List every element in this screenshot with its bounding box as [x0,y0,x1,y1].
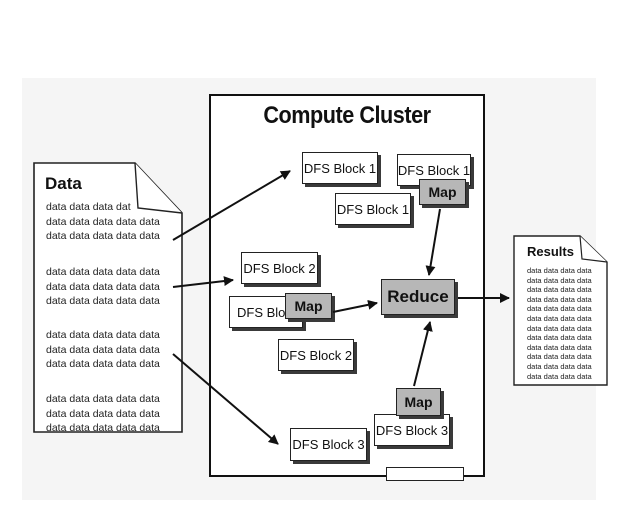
arrow-data-to-block1 [172,170,291,241]
data-document-line: data data data data data [46,407,160,420]
results-document-line: data data data data [527,314,592,323]
cluster-title: Compute Cluster [263,102,431,129]
map-box-3: Map [396,388,441,416]
arrow-data-to-block2 [172,276,234,288]
dfs-block-3-lower: DFS Block 3 [290,428,367,461]
arrow-map1-to-reduce [425,208,441,276]
data-document-line: data data data data data [46,280,160,293]
partial-block-bottom [386,467,464,481]
data-document-line: data data data data data [46,393,160,405]
arrow-map2-to-reduce [332,299,378,313]
dfs-block-1-lower: DFS Block 1 [335,193,411,225]
results-document-line: data data data data [527,285,592,295]
dfs-block-2-top: DFS Block 2 [241,252,318,284]
results-document-title: Results [527,244,574,259]
map-box-1: Map [419,179,466,205]
dfs-block-1-top: DFS Block 1 [302,152,378,184]
results-document-line: data data data data [527,294,592,304]
data-document-line: data data data data data [46,329,160,341]
results-document-line: data data data data [527,362,592,371]
results-document-line: data data data data [527,275,592,285]
data-document-line: data data data data data [46,230,160,242]
results-document-line: data data data data [527,333,592,343]
dfs-block-2-lower: DFS Block 2 [278,339,354,371]
reduce-box: Reduce [381,279,455,315]
map-box-2: Map [285,293,332,319]
data-document-line: data data data dat [46,201,131,213]
data-document-line: data data data data data [46,266,160,278]
data-document-line: data data data data data [46,343,160,356]
results-document-line: data data data data [527,304,592,314]
arrow-map3-to-reduce [413,321,433,387]
data-document-line: data data data data data [46,295,160,307]
arrow-data-to-block3 [172,353,279,445]
results-document-line: data data data data [527,371,592,381]
data-document-title: Data [45,174,82,193]
results-document-line: data data data data [527,342,592,352]
data-document-line: data data data data data [46,215,160,228]
results-document-line: data data data data [527,266,592,275]
results-document-line: data data data data [527,352,592,362]
data-document-line: data data data data data [46,358,160,370]
results-document-line: data data data data [527,323,592,333]
data-document-line: data data data data data [46,422,160,434]
